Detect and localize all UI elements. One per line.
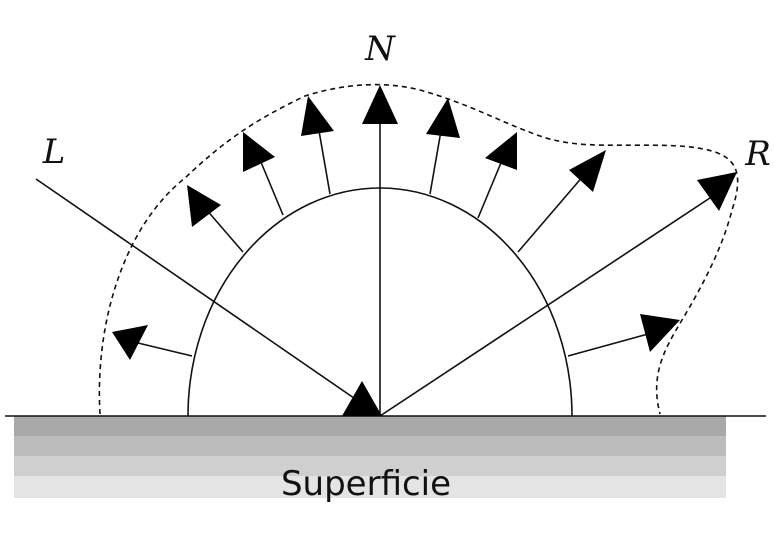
- normal-arrowhead: [362, 85, 398, 124]
- scatter-arrow-8-shaft: [567, 333, 649, 357]
- reflected-ray: [379, 189, 723, 417]
- scatter-arrow-4-shaft: [317, 124, 331, 195]
- scatter-arrow-3-head: [243, 132, 275, 172]
- scatter-arrow-6-shaft: [477, 157, 504, 219]
- scatter-arrow-8-head: [640, 314, 680, 352]
- scatter-arrow-7-head: [569, 150, 606, 192]
- light-label: L: [42, 132, 66, 172]
- scatter-arrow-1-shaft: [137, 342, 193, 357]
- incidence-arrowhead: [342, 381, 382, 416]
- surface-block: [5, 415, 766, 498]
- scatter-arrow-3-shaft: [257, 154, 284, 216]
- scatter-arrow-2-shaft: [204, 207, 244, 253]
- scatter-arrow-2-head: [187, 185, 221, 227]
- scatter-arrow-5-head: [426, 98, 460, 138]
- surface-label: Superficie: [281, 464, 451, 504]
- reflected-ray-arrowhead: [697, 172, 737, 211]
- light-ray: [35, 178, 381, 417]
- scatter-arrow-5-shaft: [429, 124, 443, 195]
- scatter-arrow-4-head: [301, 96, 334, 136]
- normal-label: N: [364, 29, 396, 69]
- specular-lobe: [98, 83, 739, 415]
- scatter-arrow-6-head: [485, 132, 517, 170]
- scatter-arrows: [112, 96, 680, 360]
- scatter-arrow-7-shaft: [517, 174, 585, 253]
- reflection-label: R: [744, 134, 771, 174]
- scatter-arrow-1-head: [112, 325, 148, 360]
